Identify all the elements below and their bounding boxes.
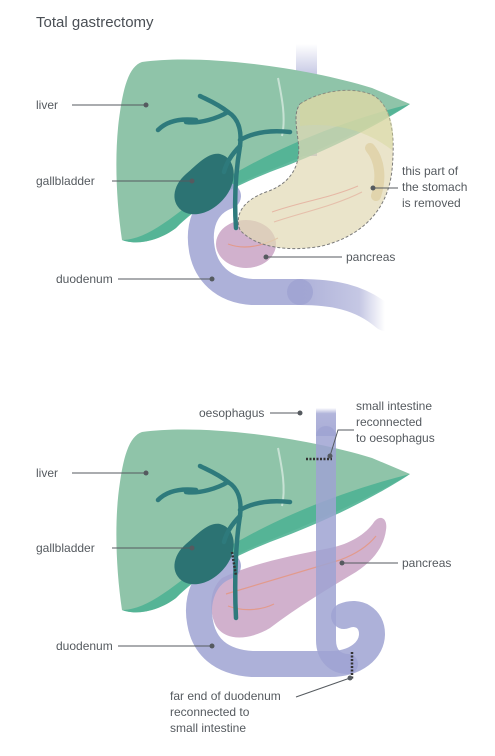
gallbladder-shape [174, 153, 234, 215]
bile-ducts [155, 93, 293, 231]
small-intestine-shape [316, 426, 358, 674]
label-liver-after: liver [36, 466, 58, 480]
label-liver-before: liver [36, 98, 58, 112]
label-small-intestine-3: to oesophagus [356, 431, 435, 445]
diagram-title: Total gastrectomy [36, 14, 154, 31]
bile-ducts-after [155, 463, 293, 621]
before-diagram: liver gallbladder duodenum pancreas this… [36, 44, 467, 331]
label-stomach-removed-2: the stomach [402, 180, 467, 194]
stomach-removed-region [237, 89, 394, 250]
label-duodenum-before: duodenum [56, 272, 113, 286]
label-far-end-1: far end of duodenum [170, 689, 281, 703]
label-gallbladder-after: gallbladder [36, 541, 95, 555]
label-oesophagus: oesophagus [199, 406, 264, 420]
label-stomach-removed-3: is removed [402, 196, 461, 210]
label-stomach-removed-1: this part of [402, 164, 459, 178]
after-leader-lines [72, 412, 398, 698]
gallbladder-shape-after [174, 523, 234, 585]
label-gallbladder-before: gallbladder [36, 174, 95, 188]
label-far-end-3: small intestine [170, 721, 246, 735]
join-duodenum-stump [230, 551, 238, 577]
label-small-intestine-2: reconnected [356, 415, 422, 429]
duodenum-shape-after [186, 553, 385, 677]
after-diagram: oesophagus small intestine reconnected t… [36, 399, 451, 735]
label-small-intestine-1: small intestine [356, 399, 432, 413]
label-duodenum-after: duodenum [56, 639, 113, 653]
label-pancreas-after: pancreas [402, 556, 451, 570]
label-far-end-2: reconnected to [170, 705, 250, 719]
pancreas-shape-after [211, 517, 387, 638]
before-leader-lines [72, 104, 398, 280]
label-pancreas-before: pancreas [346, 250, 395, 264]
